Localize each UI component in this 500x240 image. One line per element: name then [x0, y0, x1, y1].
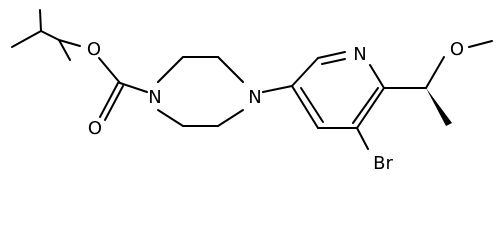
- piperazine-ring: [157, 56, 244, 127]
- bond-pip-4: [217, 109, 244, 127]
- pyridine-ring: [291, 51, 385, 129]
- bond-pyr-c5-c6: [291, 57, 319, 87]
- atom-label-bromine: Br: [373, 153, 393, 174]
- bond-pyr-c2-c3-a: [356, 87, 385, 129]
- atom-label-piperazine-n1: N: [148, 87, 161, 108]
- bond-pip-6: [157, 109, 184, 127]
- bond-pyr-c2-c3-b: [352, 87, 379, 124]
- structure-canvas: O O N N N O Br: [11, 9, 493, 174]
- bond-o-carbonyl-c: [98, 57, 121, 84]
- bond-pyr-c4-c5-b: [300, 87, 324, 123]
- bond-tbu-c4: [58, 39, 71, 61]
- bond-pyr-n-c2: [369, 64, 385, 89]
- bond-carbonyl-double-b: [104, 85, 124, 121]
- tert-butyl-group: [11, 9, 81, 61]
- bond-pip-1: [157, 56, 184, 83]
- atom-label-piperazine-n4: N: [248, 87, 261, 108]
- bond-pip-3: [217, 56, 244, 83]
- bond-pyr-c6-n-a: [317, 51, 346, 59]
- bond-o-methyl: [468, 40, 493, 48]
- bond-tbu-c1: [39, 9, 42, 32]
- bond-tbu-o: [58, 39, 81, 47]
- methoxyethyl-group: [383, 40, 493, 126]
- atom-label-pyridine-n: N: [353, 44, 366, 65]
- bond-piperazine-pyridine: [262, 85, 293, 93]
- bond-tbu-c2: [11, 30, 42, 48]
- bond-carbonyl-double-a: [99, 82, 119, 118]
- atom-label-ester-oxygen: O: [87, 39, 101, 60]
- bond-pyr-c6-n-b: [321, 58, 346, 65]
- atom-label-ether-oxygen: O: [450, 39, 464, 60]
- bond-pyr-c4-c5-a: [291, 85, 319, 129]
- bond-c3-br: [356, 127, 369, 150]
- wedge-bond-methyl: [426, 88, 452, 126]
- bond-chiral-o: [425, 56, 445, 89]
- bond-carbonyl-c-n: [119, 82, 148, 93]
- atom-label-carbonyl-oxygen: O: [88, 118, 102, 139]
- carbamate-group: [98, 57, 148, 121]
- bond-tbu-c3: [40, 30, 60, 41]
